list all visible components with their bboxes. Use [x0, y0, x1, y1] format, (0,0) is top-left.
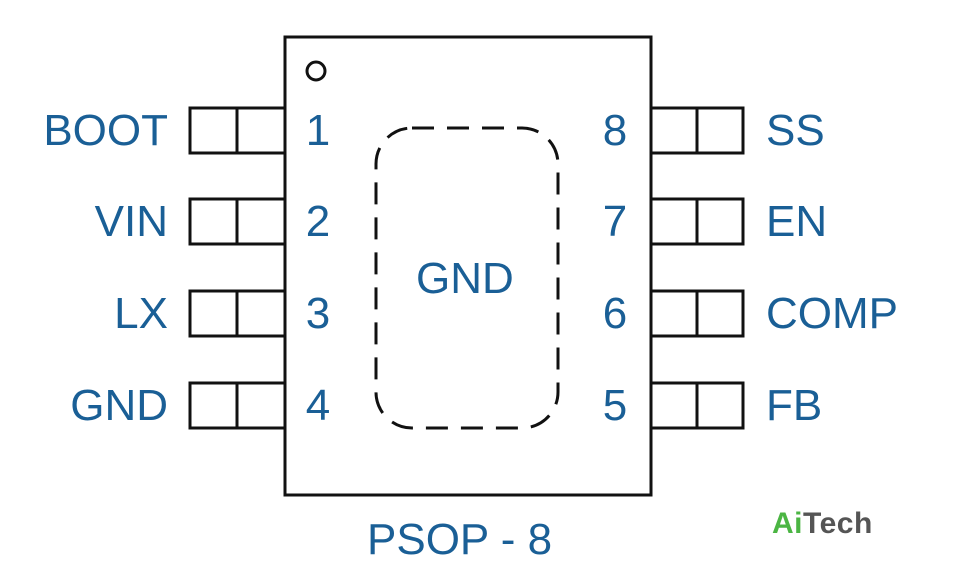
logo-rest-text: Tech: [803, 507, 873, 540]
pin-number-6: 6: [602, 289, 628, 338]
package-body: [283, 35, 653, 497]
pin-name-comp: COMP: [766, 289, 898, 338]
logo-accent-text: Ai: [772, 507, 803, 540]
package-title: PSOP - 8: [367, 515, 553, 564]
pin-name-fb: FB: [766, 381, 823, 430]
pin-name-lx: LX: [114, 289, 168, 338]
pin-number-5: 5: [602, 381, 628, 430]
pin-name-en: EN: [766, 197, 828, 246]
aitech-logo: AiTech: [772, 507, 873, 541]
exposed-pad-label: GND: [416, 254, 514, 303]
pin-number-3: 3: [305, 289, 331, 338]
pin-number-8: 8: [602, 106, 628, 155]
exposed-pad-outline: [374, 126, 560, 430]
pin-name-gnd: GND: [70, 381, 168, 430]
pin-name-ss: SS: [766, 106, 825, 155]
pin-number-7: 7: [602, 197, 628, 246]
pin-name-vin: VIN: [94, 197, 168, 246]
pin-number-4: 4: [305, 381, 331, 430]
pin-name-boot: BOOT: [43, 106, 168, 155]
left-leads: [188, 106, 287, 430]
pin-number-2: 2: [305, 197, 331, 246]
pin-number-1: 1: [305, 106, 331, 155]
right-leads: [649, 106, 745, 430]
pin1-indicator: [305, 60, 327, 82]
